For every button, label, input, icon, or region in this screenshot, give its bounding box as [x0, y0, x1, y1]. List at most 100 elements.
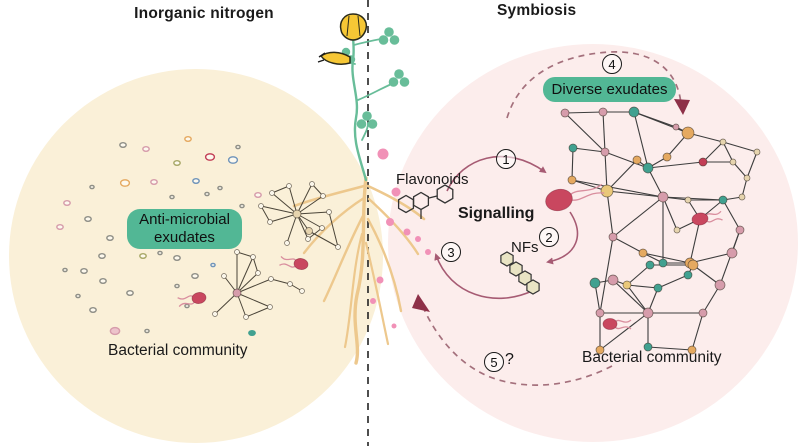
legume-plant [317, 13, 410, 182]
network-edge [722, 141, 758, 153]
anti-microbial-line1: Anti-microbial [139, 211, 230, 228]
scattered-bacteria-dots [56, 135, 262, 337]
step4-badge: 4 [602, 54, 622, 74]
network-edge [599, 236, 614, 314]
flagellum [178, 301, 196, 308]
network-node [719, 138, 727, 146]
bacterium-dot [174, 283, 180, 289]
step2-badge: 2 [539, 227, 559, 247]
bacterium-dot [89, 307, 97, 314]
rhizobium-bacterium-icon [177, 292, 207, 308]
network-edge [572, 147, 606, 153]
network-node [673, 226, 681, 234]
network-edge [236, 256, 254, 294]
flavonoid-ring [412, 191, 430, 211]
bacterium-dot [126, 290, 134, 297]
network-node [684, 196, 692, 204]
network-edge [633, 111, 649, 169]
root-nodule [391, 187, 401, 197]
network-edge [296, 211, 330, 215]
network-node [234, 249, 240, 255]
network-node [560, 108, 570, 118]
right-community-label: Bacterial community [582, 349, 722, 366]
network-node [326, 209, 332, 215]
network-node [698, 308, 708, 318]
network-edge [702, 141, 724, 163]
network-node [729, 158, 737, 166]
network-edge [606, 190, 614, 238]
network-edge [626, 284, 649, 314]
network-edge [606, 190, 664, 198]
network-node [598, 107, 608, 117]
network-node [743, 174, 751, 182]
network-edge [296, 213, 309, 240]
signalling-label: Signalling [458, 205, 535, 222]
bacterium-dot [62, 267, 68, 273]
rhizobium-bacterium-icon [602, 318, 632, 330]
bacterium-dot [119, 141, 127, 148]
nfs-label: NFs [511, 239, 539, 256]
network-edge [662, 196, 678, 231]
bacterium-dot [204, 191, 210, 197]
network-node [642, 162, 654, 174]
bacterium-dot [210, 262, 216, 268]
root-nodule [391, 323, 397, 329]
root-nodule [370, 298, 376, 304]
network-node [287, 281, 293, 287]
network-edge [722, 141, 734, 163]
network-edge [732, 161, 748, 179]
network-node [645, 260, 655, 270]
bacterium-dot [75, 293, 81, 299]
network-node [284, 240, 290, 246]
bacterium-dot [157, 250, 163, 256]
network-node [319, 225, 325, 231]
network-edge [245, 306, 271, 318]
bacterium-dot [191, 273, 199, 280]
network-edge [236, 272, 259, 294]
network-edge [692, 264, 721, 286]
step5-badge: 5 [484, 352, 504, 372]
network-edge [612, 236, 644, 254]
flagellum [706, 218, 723, 223]
network-node [243, 314, 249, 320]
network-node [595, 308, 605, 318]
network-node [305, 227, 313, 235]
flavonoid-ring [436, 184, 454, 204]
bacterium-dot [184, 135, 192, 142]
bacterium-dot [192, 177, 200, 184]
network-node [589, 277, 601, 289]
network-node [622, 280, 632, 290]
network-node [305, 236, 311, 242]
network-node [567, 175, 577, 185]
left-title: Inorganic nitrogen [134, 5, 274, 22]
network-edge [296, 195, 324, 215]
network-node [726, 247, 738, 259]
network-node [335, 244, 341, 250]
network-edge [270, 278, 291, 285]
network-edge [260, 205, 271, 223]
network-node [232, 288, 242, 298]
network-edge [571, 147, 574, 181]
network-node [628, 106, 640, 118]
flavonoid-ring [397, 194, 415, 214]
network-edge [599, 312, 649, 351]
dashed-arrows [420, 51, 682, 386]
step5-question-mark: ? [505, 351, 514, 368]
network-edge [328, 211, 339, 248]
network-node [286, 183, 292, 189]
network-edge [214, 292, 238, 315]
network-node [309, 181, 315, 187]
root-nodule [415, 236, 421, 242]
network-edge [564, 112, 606, 153]
flagellum [570, 192, 605, 201]
network-edge [647, 161, 704, 169]
network-edge [689, 252, 733, 264]
network-node [250, 254, 256, 260]
network-edge [269, 213, 298, 223]
arrowhead-step5 [412, 294, 430, 312]
rhizobium-bacterium-icon [279, 255, 309, 270]
root-nodules [370, 148, 431, 329]
bacterium-dot [217, 185, 223, 191]
network-node [292, 209, 302, 219]
